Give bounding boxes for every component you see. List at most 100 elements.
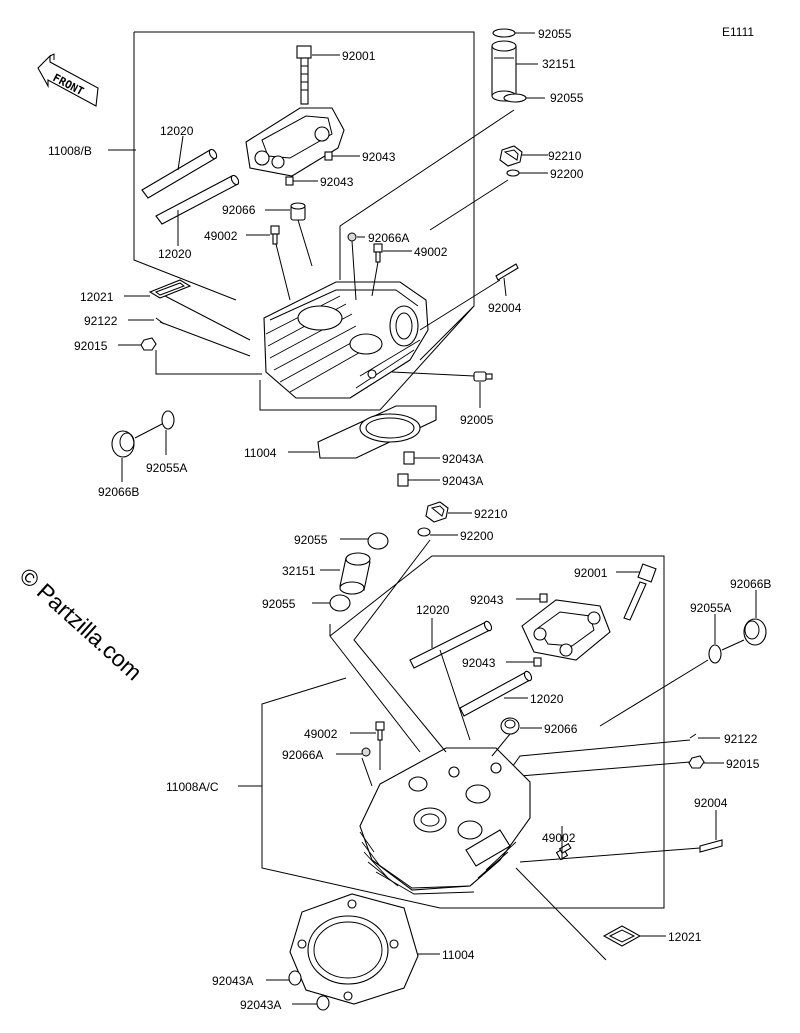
part-label[interactable]: 92200 — [460, 529, 494, 543]
nut-part-92210[interactable] — [425, 501, 449, 523]
part-label[interactable]: 49002 — [414, 245, 448, 259]
stud-part-92004[interactable] — [495, 263, 519, 281]
plug-part-92066a[interactable] — [347, 232, 357, 242]
part-label[interactable]: 92005 — [460, 413, 494, 427]
dowel-part-92043a[interactable] — [288, 970, 302, 986]
part-label[interactable]: 92004 — [694, 796, 728, 810]
rocker-shaft-part[interactable] — [409, 620, 493, 669]
dowel-part-92043a[interactable] — [316, 995, 330, 1011]
cap-part-92066b[interactable] — [111, 430, 135, 458]
head-gasket-upper[interactable] — [317, 405, 437, 459]
gasket-part-12021[interactable] — [602, 925, 642, 947]
dowel-part-92043a[interactable] — [397, 473, 409, 487]
part-label[interactable]: 12020 — [160, 124, 194, 138]
part-label[interactable]: 92015 — [74, 339, 108, 353]
part-label[interactable]: 92055 — [262, 597, 296, 611]
rocker-shaft-part[interactable] — [141, 148, 218, 199]
rocker-holder-part[interactable] — [245, 107, 345, 177]
rocker-shaft-part[interactable] — [459, 670, 533, 717]
dowel-pin-part[interactable] — [533, 657, 542, 667]
washer-part[interactable] — [506, 169, 520, 177]
part-label[interactable]: 92043 — [470, 593, 504, 607]
dowel-pin-part[interactable] — [285, 176, 294, 186]
part-label[interactable]: 92055 — [550, 91, 584, 105]
tube-part-32151[interactable] — [491, 40, 517, 102]
rocker-shaft-part[interactable] — [155, 174, 240, 225]
o-ring-part[interactable] — [503, 93, 527, 103]
part-label[interactable]: 92001 — [574, 566, 608, 580]
nut-part-92015[interactable] — [140, 337, 157, 351]
dowel-part-92043a[interactable] — [403, 451, 415, 465]
bolt-part-92005[interactable] — [473, 371, 493, 382]
part-label[interactable]: 92015 — [726, 757, 760, 771]
part-label[interactable]: 92122 — [84, 314, 118, 328]
part-label[interactable]: 12020 — [158, 247, 192, 261]
part-label[interactable]: 11004 — [244, 446, 277, 460]
pin-part-92122[interactable] — [689, 733, 697, 739]
head-gasket-lower[interactable] — [289, 893, 419, 1005]
part-label[interactable]: 92122 — [724, 732, 758, 746]
part-label[interactable]: 12021 — [80, 290, 114, 304]
part-label[interactable]: 92066B — [730, 577, 771, 591]
washer-part[interactable] — [417, 527, 431, 537]
part-label[interactable]: 92066A — [368, 231, 409, 245]
bolt-part-92001[interactable] — [296, 45, 312, 105]
fitting-part-49002[interactable] — [373, 243, 383, 263]
part-label[interactable]: 92055A — [690, 601, 731, 615]
part-label[interactable]: 92043A — [212, 974, 253, 988]
o-ring-part[interactable] — [161, 410, 175, 430]
part-label[interactable]: 11008A/C — [166, 780, 219, 794]
dowel-pin-part[interactable] — [539, 593, 548, 603]
o-ring-part[interactable] — [329, 594, 351, 612]
part-label[interactable]: 92043 — [320, 175, 354, 189]
part-label[interactable]: 12020 — [530, 692, 564, 706]
part-label[interactable]: 32151 — [542, 57, 576, 71]
o-ring-part[interactable] — [492, 28, 516, 38]
part-label[interactable]: 49002 — [204, 229, 238, 243]
o-ring-part[interactable] — [708, 644, 722, 664]
cylinder-head-lower[interactable] — [359, 747, 531, 895]
part-label[interactable]: 92210 — [548, 149, 582, 163]
part-label[interactable]: 12021 — [668, 930, 702, 944]
part-label[interactable]: 92055A — [146, 461, 187, 475]
plug-part-92066[interactable] — [290, 202, 306, 221]
dowel-pin-part[interactable] — [324, 151, 333, 161]
part-label[interactable]: 92055 — [538, 27, 572, 41]
part-label[interactable]: 92043 — [462, 656, 496, 670]
tube-part-32151[interactable] — [339, 552, 371, 595]
bolt-part-92001[interactable] — [623, 563, 657, 621]
part-label[interactable]: 11008/B — [48, 144, 92, 158]
part-label[interactable]: 92066B — [98, 485, 139, 499]
fitting-part-49002[interactable] — [555, 843, 572, 861]
part-label[interactable]: 92066 — [222, 203, 256, 217]
part-label[interactable]: 92043A — [442, 452, 483, 466]
nut-part-92210[interactable] — [499, 145, 523, 167]
part-label[interactable]: 92043A — [442, 474, 483, 488]
part-label[interactable]: 49002 — [542, 831, 576, 845]
fitting-part-49002[interactable] — [375, 721, 385, 741]
rocker-holder-part[interactable] — [521, 599, 611, 661]
part-label[interactable]: 12020 — [416, 603, 450, 617]
plug-part-92066[interactable] — [500, 717, 520, 735]
watermark: © Partzilla.com — [15, 562, 148, 685]
part-label[interactable]: 92043 — [362, 150, 396, 164]
cylinder-head-upper[interactable] — [263, 281, 429, 399]
nut-part-92015[interactable] — [688, 755, 705, 769]
part-label[interactable]: 92066 — [544, 722, 578, 736]
gasket-part-12021[interactable] — [148, 279, 192, 299]
part-label[interactable]: 92043A — [240, 998, 281, 1012]
cap-part-92066b[interactable] — [743, 618, 767, 646]
part-label[interactable]: 92055 — [294, 533, 328, 547]
stud-part-92004[interactable] — [699, 839, 723, 853]
part-label[interactable]: 49002 — [304, 727, 338, 741]
part-label[interactable]: 92004 — [488, 301, 522, 315]
part-label[interactable]: 92200 — [550, 167, 584, 181]
o-ring-part[interactable] — [367, 532, 389, 550]
part-label[interactable]: 11004 — [442, 948, 475, 962]
fitting-part-49002[interactable] — [270, 225, 280, 245]
part-label[interactable]: 92066A — [282, 748, 323, 762]
part-label[interactable]: 92001 — [342, 49, 376, 63]
part-label[interactable]: 92210 — [474, 507, 508, 521]
part-label[interactable]: 32151 — [282, 564, 316, 578]
plug-part-92066a[interactable] — [361, 747, 371, 757]
